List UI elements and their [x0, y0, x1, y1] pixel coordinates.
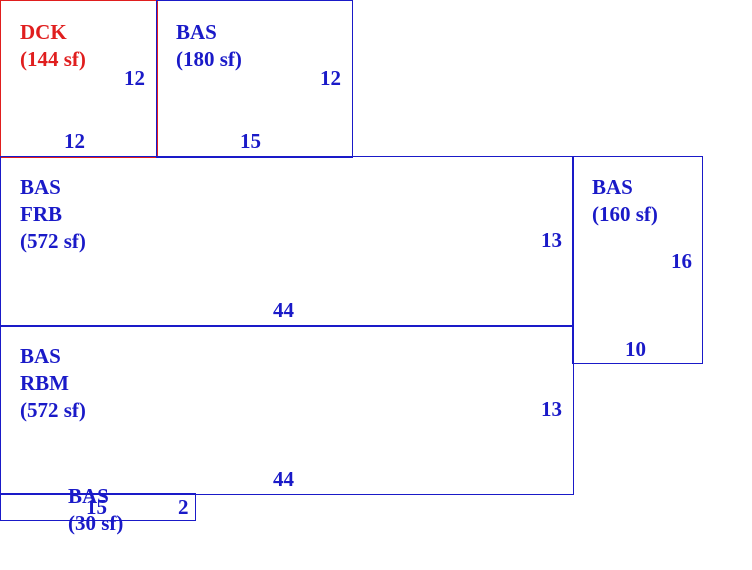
bas-right-area-label: BAS (160 sf) — [592, 174, 658, 228]
bas-rbm-area[interactable] — [0, 325, 574, 495]
deck-bottom-dimension: 12 — [64, 129, 85, 153]
bas-right-side-dimension: 16 — [671, 249, 692, 273]
bas-rbm-area-label: BAS RBM (572 sf) — [20, 343, 86, 424]
bas-top-area-label: BAS (180 sf) — [176, 19, 242, 73]
deck-area-code: DCK — [20, 20, 67, 44]
bas-small-bottom-dimension: 15 — [86, 495, 107, 519]
bas-rbm-side-dimension: 13 — [541, 397, 562, 421]
bas-rbm-area-code: BAS — [20, 344, 61, 368]
bas-top-bottom-dimension: 15 — [240, 129, 261, 153]
bas-right-bottom-dimension: 10 — [625, 337, 646, 361]
bas-top-side-dimension: 12 — [320, 66, 341, 90]
bas-frb-area-label: BAS FRB (572 sf) — [20, 174, 86, 255]
bas-small-side-dimension: 2 — [178, 495, 189, 519]
bas-frb-bottom-dimension: 44 — [273, 298, 294, 322]
deck-area-label: DCK (144 sf) — [20, 19, 86, 73]
deck-area[interactable] — [0, 0, 158, 158]
bas-frb-side-dimension: 13 — [541, 228, 562, 252]
bas-frb-area[interactable] — [0, 156, 574, 327]
bas-small-area[interactable] — [0, 493, 196, 521]
bas-small-area-label: BAS (30 sf) — [68, 483, 123, 537]
bas-top-area[interactable] — [156, 0, 353, 158]
bas-frb-area-code: BAS — [20, 175, 61, 199]
bas-frb-area-size: (572 sf) — [20, 229, 86, 253]
bas-top-area-code: BAS — [176, 20, 217, 44]
bas-small-area-size: (30 sf) — [68, 511, 124, 535]
deck-area-size: (144 sf) — [20, 47, 86, 71]
bas-frb-area-subcode: FRB — [20, 202, 62, 226]
bas-right-area-size: (160 sf) — [592, 202, 658, 226]
bas-right-area-code: BAS — [592, 175, 633, 199]
deck-side-dimension: 12 — [124, 66, 145, 90]
bas-rbm-bottom-dimension: 44 — [273, 467, 294, 491]
bas-top-area-size: (180 sf) — [176, 47, 242, 71]
bas-right-area[interactable] — [572, 156, 703, 364]
bas-rbm-area-size: (572 sf) — [20, 398, 86, 422]
bas-rbm-area-subcode: RBM — [20, 371, 69, 395]
bas-small-area-code: BAS — [68, 484, 109, 508]
